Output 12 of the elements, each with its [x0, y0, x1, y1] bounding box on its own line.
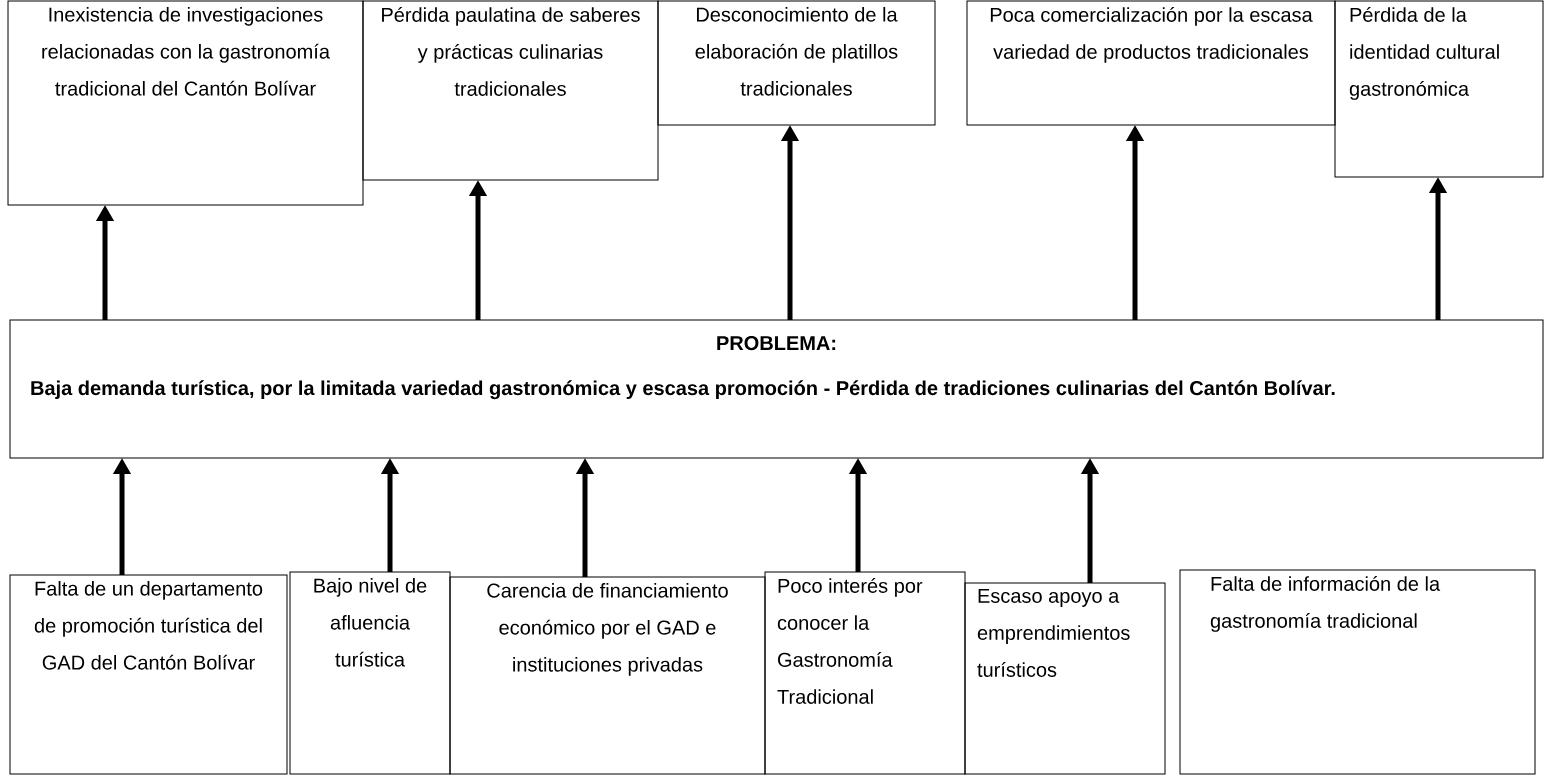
effect-box: Desconocimiento de la elaboración de platillos tradicionales: [657, 0, 936, 126]
cause-box: Carencia de financiamiento económico por el GAD e instituciones privadas: [449, 576, 766, 775]
cause-box: Escaso apoyo a emprendimientos turísticos: [964, 582, 1166, 775]
cause-box: Falta de un departamento de promoción turística del GAD del Cantón Bolívar: [9, 574, 288, 775]
cause-box: Falta de información de la gastronomía tradicional: [1179, 569, 1536, 775]
effect-box: Pérdida de la identidad cultural gastronómica: [1334, 0, 1544, 178]
effect-box: Poca comercialización por la escasa variedad de productos tradicionales: [966, 0, 1336, 126]
cause-box: Poco interés por conocer la Gastronomía Tradicional: [764, 571, 966, 775]
problem-box: PROBLEMA: Baja demanda turística, por la limitada variedad gastronómica y escasa promoción - Pérdida de tradiciones culinarias del Cantón Bolívar.: [9, 319, 1544, 459]
effect-box: Inexistencia de investigaciones relacionadas con la gastronomía tradicional del Cantón Bolívar: [7, 0, 364, 206]
effect-box: Pérdida paulatina de saberes y prácticas culinarias tradicionales: [362, 0, 659, 181]
cause-box: Bajo nivel de afluencia turística: [289, 571, 451, 775]
